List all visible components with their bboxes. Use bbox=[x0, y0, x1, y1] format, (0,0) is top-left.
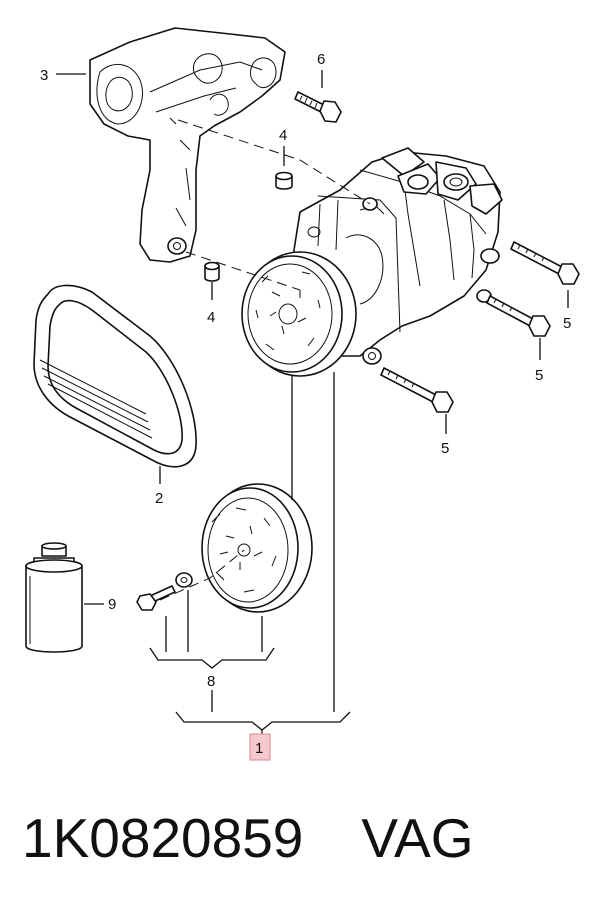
callout-9: 9 bbox=[108, 596, 116, 613]
pulley-bolt bbox=[136, 585, 176, 611]
callout-1: 1 bbox=[255, 740, 263, 757]
bushing-part-4-lower bbox=[204, 261, 220, 282]
callout-4-upper: 4 bbox=[279, 127, 287, 144]
callout-8: 8 bbox=[207, 673, 215, 690]
mounting-bracket bbox=[89, 27, 286, 263]
brand-name: VAG bbox=[361, 807, 474, 869]
part-footer: 1K0820859 VAG bbox=[22, 806, 582, 876]
compressor-oil-bottle bbox=[25, 542, 83, 653]
leader-lines bbox=[56, 70, 569, 734]
callout-5-right-upper: 5 bbox=[563, 315, 571, 332]
bolt-part-5-bottom bbox=[380, 367, 454, 413]
callout-3: 3 bbox=[40, 67, 48, 84]
drive-belt bbox=[33, 284, 197, 468]
callout-5-right-lower: 5 bbox=[535, 367, 543, 384]
part-number: 1K0820859 bbox=[22, 807, 304, 869]
bolt-part-6 bbox=[294, 91, 342, 123]
bolt-part-5-right-lower bbox=[486, 295, 551, 337]
compressor-pulley bbox=[241, 251, 357, 377]
callout-1-highlight bbox=[249, 733, 271, 761]
replacement-pulley bbox=[201, 483, 313, 613]
callout-6: 6 bbox=[317, 51, 325, 68]
callout-4-lower: 4 bbox=[207, 309, 215, 326]
callout-5-bottom: 5 bbox=[441, 440, 449, 457]
bolt-part-5-right-upper bbox=[510, 241, 580, 285]
bushing-part-4-upper bbox=[275, 171, 293, 190]
washer bbox=[175, 572, 193, 588]
callout-2: 2 bbox=[155, 490, 163, 507]
ac-compressor bbox=[289, 147, 503, 365]
